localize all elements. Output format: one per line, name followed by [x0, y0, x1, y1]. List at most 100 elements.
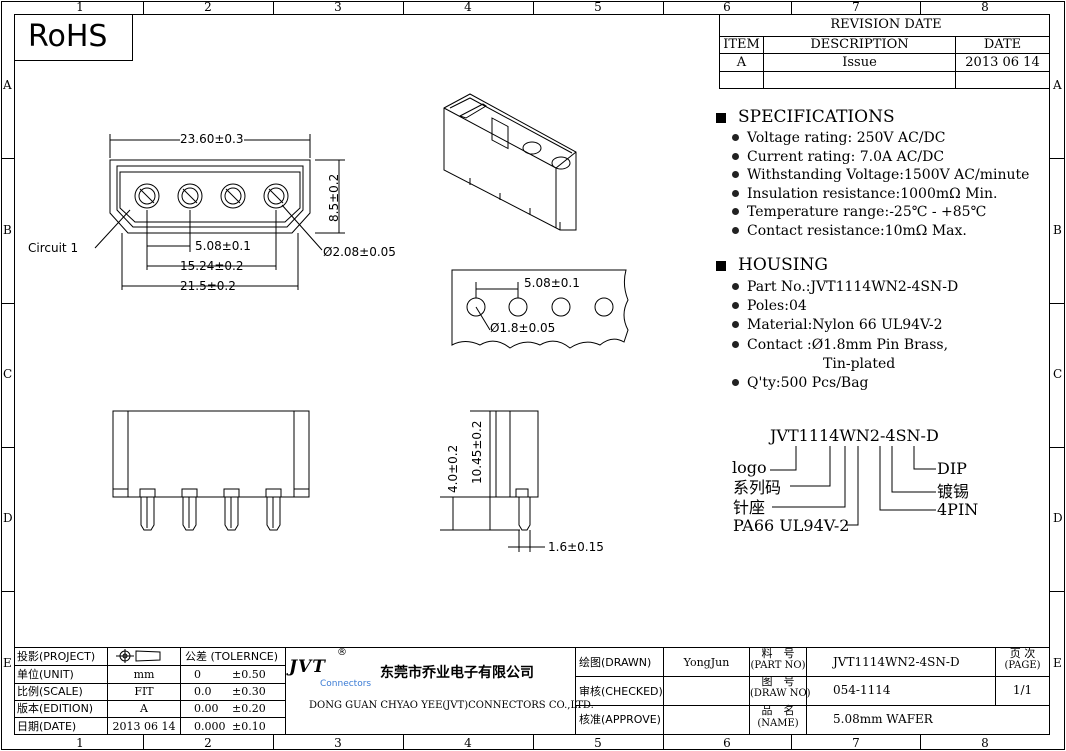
housing-item-continued: Tin-plated [732, 355, 958, 374]
tb-date-label: 日期(DATE) [17, 720, 77, 733]
bullet-icon [732, 189, 739, 197]
col-label-7-bottom: 7 [852, 736, 860, 750]
row-label-a: A [3, 78, 12, 92]
tb-name-en: (NAME) [757, 718, 799, 729]
tb-page-en: (PAGE) [1004, 660, 1041, 671]
column-ticks [143, 1, 921, 749]
housing-text: Poles:04 [747, 298, 807, 315]
tb-partno: JVT1114WN2-4SN-D [833, 655, 960, 669]
bullet-icon [732, 134, 739, 141]
col-label-1: 1 [76, 0, 84, 14]
company-logo-sub: Connectors [320, 679, 372, 689]
dim-height: 8.5±0.2 [327, 173, 341, 222]
bullet-icon [732, 283, 739, 290]
housing-item: Part No.:JVT1114WN2-4SN-D [732, 278, 958, 297]
label-pin-count: 4PIN [937, 500, 979, 519]
col-label-4: 4 [464, 0, 472, 14]
row-label-d: D [3, 511, 13, 525]
housing-item: Poles:04 [732, 297, 958, 316]
col-label-8-bottom: 8 [981, 736, 989, 750]
housing-item: Q'ty:500 Pcs/Bag [732, 374, 958, 393]
dim-width: 23.60±0.3 [180, 132, 244, 146]
label-plating: 镀锡 [937, 482, 970, 501]
spec-text: Contact resistance:10mΩ Max. [747, 222, 967, 239]
bullet-icon [732, 152, 739, 160]
tb-drawno: 054-1114 [833, 683, 891, 697]
tb-name: 5.08mm WAFER [833, 712, 933, 726]
front-pins [134, 183, 289, 209]
housing-text: Material:Nylon 66 UL94V-2 [747, 317, 943, 334]
dim-pcb-pitch: 5.08±0.1 [524, 276, 580, 290]
tb-drawn: YongJun [683, 656, 730, 669]
dim-side-h1: 4.0±0.2 [446, 444, 460, 493]
spec-item: Contact resistance:10mΩ Max. [732, 222, 1029, 241]
bullet-icon [732, 226, 739, 234]
bottom-view [112, 410, 310, 531]
rohs-label: RoHS [28, 19, 108, 54]
circuit-label: Circuit 1 [28, 241, 79, 255]
tb-page: 1/1 [1012, 683, 1033, 697]
col-label-2: 2 [204, 0, 212, 14]
row-label-b: B [3, 223, 12, 237]
row-label-b-right: B [1053, 223, 1062, 237]
col-label-5: 5 [594, 0, 602, 14]
label-pin-seat: 针座 [733, 498, 766, 517]
label-material: PA66 UL94V-2 [733, 516, 850, 535]
housing-text: Tin-plated [823, 355, 896, 372]
tb-tol-1-b: ±0.30 [232, 685, 266, 698]
company-name-cn: 东莞市乔业电子有限公司 [380, 665, 534, 681]
square-bullet-icon [716, 261, 726, 271]
housing-text: Part No.:JVT1114WN2-4SN-D [747, 279, 959, 295]
spec-item: Current rating: 7.0A AC/DC [732, 148, 1029, 167]
revision-title: REVISION DATE [830, 17, 942, 32]
tb-unit-label: 单位(UNIT) [17, 668, 74, 681]
specs-list: Voltage rating: 250V AC/DC Current ratin… [732, 129, 1029, 240]
spec-text: Current rating: 7.0A AC/DC [747, 148, 945, 165]
col-label-7: 7 [852, 0, 860, 14]
tb-partno-cn: 料 号 [761, 647, 795, 660]
tb-projection-label: 投影(PROJECT) [17, 650, 96, 663]
col-label-4-bottom: 4 [464, 736, 472, 750]
col-label-6-bottom: 6 [723, 736, 731, 750]
col-label-6: 6 [723, 0, 731, 14]
bullet-icon [732, 171, 739, 178]
tb-page-cn: 页 次 [1009, 647, 1036, 660]
row-label-c-right: C [1053, 367, 1063, 381]
revision-header-description: DESCRIPTION [810, 37, 909, 52]
revision-table [719, 14, 1050, 89]
company-logo: JVT [289, 657, 326, 677]
tb-checked-label: 审核(CHECKED) [579, 685, 663, 698]
bullet-icon [732, 340, 739, 348]
tb-tol-0-b: ±0.50 [232, 668, 266, 681]
company-name-en: DONG GUAN CHYAO YEE(JVT)CONNECTORS CO.,L… [309, 700, 594, 711]
registered-mark: ® [337, 647, 347, 658]
front-view [94, 134, 345, 290]
tb-tol-3-b: ±0.10 [232, 720, 266, 733]
tb-partno-en: (PART NO) [750, 660, 806, 671]
tb-tol-3-a: 0.000 [194, 720, 226, 733]
dim-pitch: 5.08±0.1 [195, 239, 251, 253]
revision-row-item: A [736, 55, 747, 70]
title-block [14, 647, 1049, 735]
tb-scale: FIT [134, 685, 154, 698]
bullet-icon [732, 321, 739, 329]
part-code: JVT1114WN2-4SN-D [770, 426, 939, 445]
spec-text: Temperature range:-25℃ - +85℃ [747, 204, 987, 220]
tb-scale-label: 比例(SCALE) [17, 685, 83, 698]
bullet-icon [732, 379, 739, 387]
housing-list: Part No.:JVT1114WN2-4SN-D Poles:04 Mater… [732, 278, 958, 393]
spec-text: Voltage rating: 250V AC/DC [747, 130, 946, 146]
dim-base: 21.5±0.2 [180, 279, 236, 293]
specs-heading: SPECIFICATIONS [716, 107, 895, 127]
inner-frame [14, 14, 1050, 735]
isometric-view [443, 93, 577, 231]
tb-name-cn: 品 名 [761, 704, 795, 717]
label-dip: DIP [937, 459, 967, 478]
spec-item: Voltage rating: 250V AC/DC [732, 129, 1029, 148]
row-label-e-right: E [1053, 656, 1062, 670]
row-ticks [1, 158, 1065, 592]
dim-pcb-hole: Ø1.8±0.05 [490, 321, 556, 335]
bullet-icon [732, 302, 739, 310]
row-label-a-right: A [1053, 78, 1062, 92]
